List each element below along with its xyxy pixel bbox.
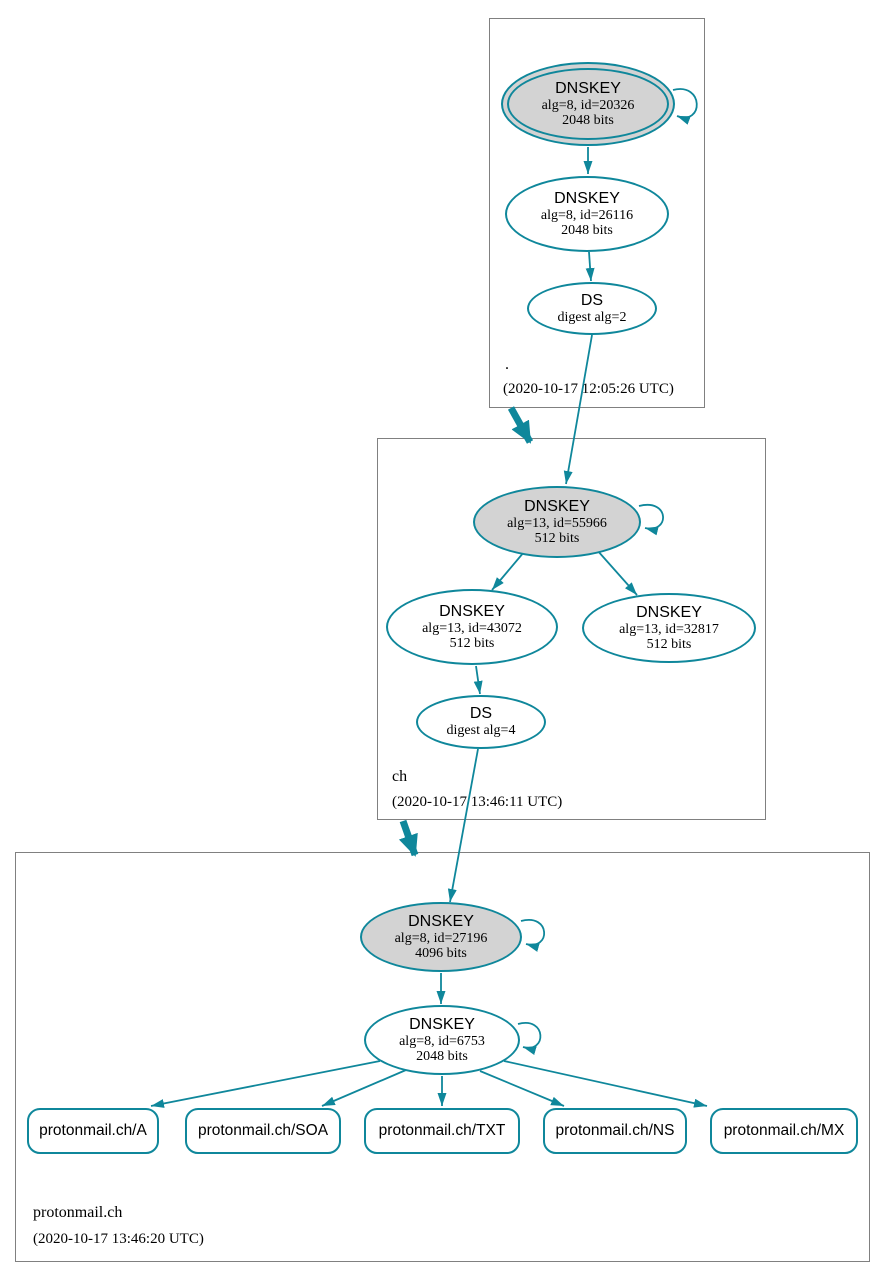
edge-ch-ksk-selfloop — [638, 503, 664, 536]
edge-protonmail-zsk-to-ns — [479, 1070, 565, 1107]
edge-protonmail-ksk-selfloop — [520, 918, 546, 952]
edge-root-zsk-to-ds — [585, 251, 595, 282]
node-title: DNSKEY — [636, 603, 702, 621]
zone-label-ch: ch — [392, 768, 408, 785]
node-root-dnskey-zsk[interactable]: DNSKEY alg=8, id=26116 2048 bits — [505, 176, 669, 252]
edge-delegation-ch-to-protonmail — [398, 819, 419, 857]
node-bits: 2048 bits — [562, 113, 614, 128]
edge-ch-zsk1-to-ds — [473, 665, 483, 695]
node-ch-ds[interactable]: DS digest alg=4 — [416, 695, 546, 749]
node-root-dnskey-ksk-inner: DNSKEY alg=8, id=20326 2048 bits — [507, 68, 669, 140]
edge-protonmail-zsk-to-mx — [503, 1060, 708, 1108]
node-bits: 2048 bits — [416, 1049, 468, 1064]
edge-ch-ksk-to-zsk1 — [491, 551, 525, 591]
edge-protonmail-zsk-to-soa — [321, 1069, 407, 1107]
node-root-dnskey-ksk[interactable]: DNSKEY alg=8, id=20326 2048 bits — [501, 62, 675, 146]
node-title: DNSKEY — [409, 1015, 475, 1033]
zone-box-ch — [377, 438, 766, 820]
edge-root-ksk-selfloop — [672, 88, 698, 125]
node-bits: 4096 bits — [415, 946, 467, 961]
zone-label-protonmail: protonmail.ch — [33, 1204, 123, 1221]
node-detail: alg=8, id=26116 — [540, 207, 634, 223]
rrset-protonmail-mx[interactable]: protonmail.ch/MX — [710, 1108, 858, 1154]
node-protonmail-dnskey-ksk[interactable]: DNSKEY alg=8, id=27196 4096 bits — [360, 902, 522, 972]
node-root-ds[interactable]: DS digest alg=2 — [527, 282, 657, 335]
edge-protonmail-zsk-selfloop — [517, 1021, 542, 1055]
node-detail: alg=8, id=6753 — [399, 1033, 485, 1049]
rrset-protonmail-txt[interactable]: protonmail.ch/TXT — [364, 1108, 520, 1154]
node-title: DNSKEY — [524, 497, 590, 515]
edge-protonmail-zsk-to-a — [150, 1060, 381, 1108]
node-bits: 2048 bits — [561, 223, 613, 238]
node-detail: alg=13, id=32817 — [619, 621, 719, 637]
zone-box-root — [489, 18, 705, 408]
node-title: DS — [469, 705, 493, 723]
zone-timestamp-ch: (2020-10-17 13:46:11 UTC) — [392, 794, 563, 810]
node-title: DNSKEY — [555, 79, 621, 97]
node-detail: digest alg=4 — [446, 723, 516, 739]
node-detail: alg=8, id=20326 — [541, 97, 635, 113]
node-title: DNSKEY — [554, 189, 620, 207]
node-detail: digest alg=2 — [557, 309, 627, 325]
node-title: DS — [580, 291, 604, 309]
node-detail: alg=13, id=43072 — [422, 620, 522, 636]
node-detail: alg=8, id=27196 — [394, 930, 488, 946]
zone-box-protonmail — [15, 852, 870, 1262]
node-protonmail-dnskey-zsk[interactable]: DNSKEY alg=8, id=6753 2048 bits — [364, 1005, 520, 1075]
edge-delegation-root-to-ch — [507, 406, 534, 444]
rrset-protonmail-ns[interactable]: protonmail.ch/NS — [543, 1108, 687, 1154]
edge-root-ds-to-ch-ksk — [563, 334, 593, 485]
edge-ch-ksk-to-zsk2 — [596, 549, 638, 596]
node-bits: 512 bits — [534, 531, 580, 546]
zone-timestamp-root: (2020-10-17 12:05:26 UTC) — [503, 381, 674, 397]
zone-label-root: . — [505, 356, 509, 373]
zone-timestamp-protonmail: (2020-10-17 13:46:20 UTC) — [33, 1231, 204, 1247]
node-bits: 512 bits — [449, 636, 495, 651]
node-title: DNSKEY — [408, 912, 474, 930]
node-ch-dnskey-ksk[interactable]: DNSKEY alg=13, id=55966 512 bits — [473, 486, 641, 558]
rrset-protonmail-a[interactable]: protonmail.ch/A — [27, 1108, 159, 1154]
rrset-protonmail-soa[interactable]: protonmail.ch/SOA — [185, 1108, 341, 1154]
edge-ch-ds-to-protonmail-ksk — [447, 748, 479, 903]
node-bits: 512 bits — [646, 637, 692, 652]
node-ch-dnskey-zsk1[interactable]: DNSKEY alg=13, id=43072 512 bits — [386, 589, 558, 665]
node-detail: alg=13, id=55966 — [507, 515, 607, 531]
node-title: DNSKEY — [439, 602, 505, 620]
node-ch-dnskey-zsk2[interactable]: DNSKEY alg=13, id=32817 512 bits — [582, 593, 756, 663]
